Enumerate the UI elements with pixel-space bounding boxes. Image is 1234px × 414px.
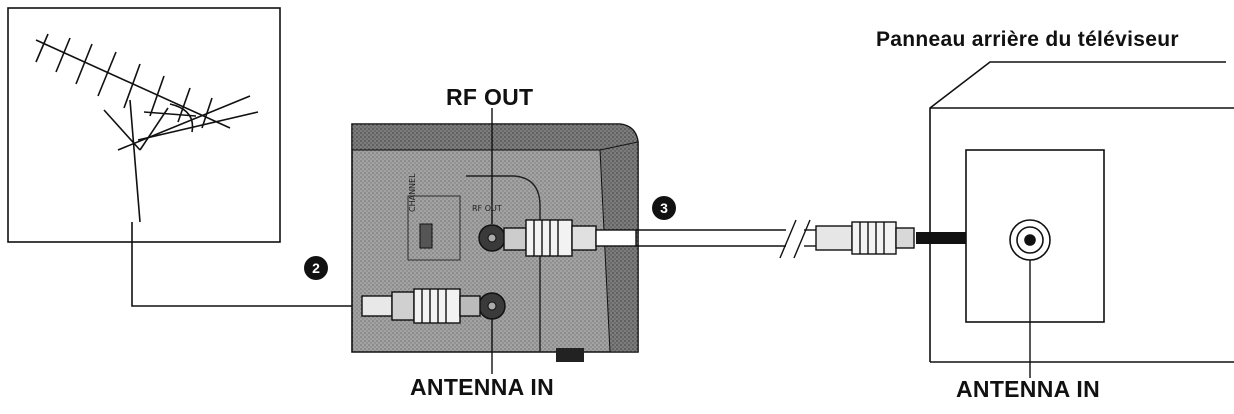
channel-switch-recess <box>407 195 461 261</box>
tv-back-panel-title: Panneau arrière du téléviseur <box>876 28 1179 51</box>
vcr-foot <box>556 348 584 362</box>
rf-out-plug-connector <box>503 219 637 257</box>
outdoor-antenna-panel <box>7 7 281 243</box>
vcr-antenna-in-label: ANTENNA IN <box>410 374 554 400</box>
vcr-top-edge <box>351 123 639 151</box>
rf-out-label: RF OUT <box>446 84 534 110</box>
antenna-cable <box>131 222 362 307</box>
rf-out-panel-label: RF OUT <box>472 204 502 213</box>
channel-switch-label: CHANNEL <box>408 173 417 212</box>
coax-cable <box>636 219 816 259</box>
step-2-badge: 2 <box>304 256 328 280</box>
tv-plug-connector <box>815 221 915 255</box>
tv-rear-panel <box>929 61 1234 363</box>
antenna-plug-connector <box>361 288 481 324</box>
channel-switch <box>419 223 433 249</box>
step-3-badge: 3 <box>652 196 676 220</box>
tv-antenna-in-label: ANTENNA IN <box>956 376 1100 402</box>
vcr-side <box>599 141 639 353</box>
vcr-panel-groove <box>466 175 541 352</box>
yagi-antenna-icon <box>35 33 259 223</box>
antenna-frame <box>7 7 281 243</box>
